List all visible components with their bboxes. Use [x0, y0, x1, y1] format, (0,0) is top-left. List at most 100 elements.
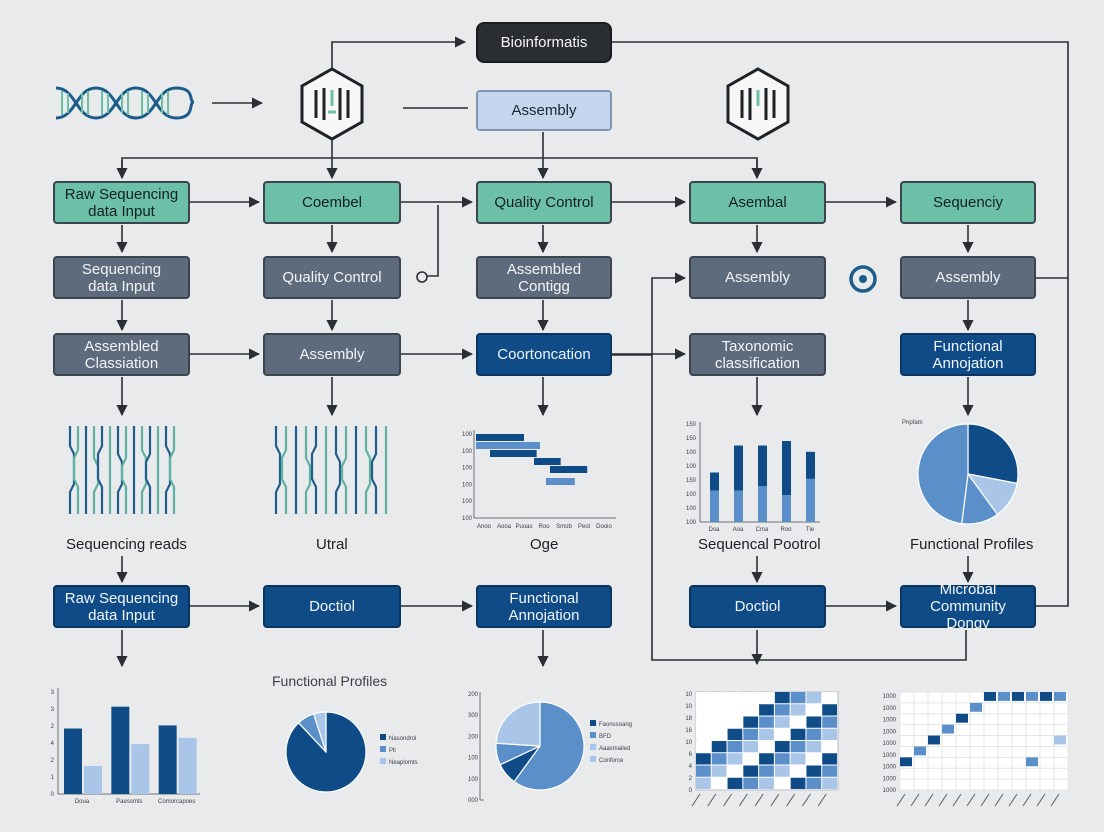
heatmap-cell — [956, 713, 968, 723]
heatmap-cell — [759, 765, 774, 777]
target-icon — [849, 265, 877, 293]
heatmap-cell — [696, 704, 711, 716]
x-tick-label: Doua — [75, 799, 90, 805]
heatmap-cell — [727, 741, 743, 753]
y-tick-label: 100 — [686, 492, 697, 498]
heatmap-cell — [774, 704, 790, 716]
y-tick-label: 100 — [686, 464, 697, 470]
node-functional-annojation[interactable]: Functional Annojation — [476, 585, 612, 628]
heatmap-cell — [711, 741, 727, 753]
y-tick-label: 150 — [686, 436, 697, 442]
heatmap-cell — [696, 753, 711, 765]
heatmap-cell — [822, 777, 837, 789]
node-asembal[interactable]: Asembal — [689, 181, 826, 224]
legend-label: Pll — [389, 748, 396, 754]
heatmap-cell — [727, 716, 743, 728]
pie-slice — [312, 711, 327, 753]
x-tick-label: Anoo — [477, 524, 492, 530]
x-tick-mark — [786, 793, 796, 807]
x-tick-mark — [802, 793, 811, 807]
node-doctiol[interactable]: Doctiol — [263, 585, 401, 628]
node-sequencing-data-input[interactable]: Sequencing data Input — [53, 256, 190, 299]
bar — [806, 451, 815, 479]
bar — [782, 495, 791, 522]
node-raw-sequencing-input[interactable]: Raw Sequencing data Input — [53, 181, 190, 224]
heatmap-cell — [806, 753, 822, 765]
heatmap-cell — [774, 777, 790, 789]
y-tick-label: 1000 — [883, 753, 897, 759]
node-quality-control[interactable]: Quality Control — [476, 181, 612, 224]
bar — [758, 486, 767, 522]
x-tick-mark — [896, 793, 906, 807]
node-assembly[interactable]: Assembly — [900, 256, 1036, 299]
node-raw-sequencing-input[interactable]: Raw Sequencing data Input — [53, 585, 190, 628]
hexagon-sequence-icon — [300, 67, 364, 141]
node-assembled-contigg[interactable]: Assembled Contigg — [476, 256, 612, 299]
bar — [111, 706, 130, 794]
node-assembly[interactable]: Assembly — [263, 333, 401, 376]
node-bioinformatis[interactable]: Bioinformatis — [476, 22, 612, 63]
read-strand — [334, 426, 342, 514]
node-microbal-community[interactable]: Microbal Community Dongy — [900, 581, 1036, 632]
y-tick-label: 16 — [685, 728, 692, 734]
read-strand — [168, 426, 176, 514]
node-sequenciy[interactable]: Sequenciy — [900, 181, 1036, 224]
heatmap-cell — [711, 704, 727, 716]
y-tick-label: 2 — [51, 724, 55, 730]
node-assembly[interactable]: Assembly — [689, 256, 826, 299]
read-strand — [304, 426, 312, 514]
heatmap-cell — [711, 765, 727, 777]
bar — [546, 478, 575, 485]
node-coembel[interactable]: Coembel — [263, 181, 401, 224]
y-tick-label: 000 — [468, 798, 479, 804]
heatmap-cell — [759, 704, 774, 716]
node-assembled-classiation[interactable]: Assembled Classiation — [53, 333, 190, 376]
heatmap-cell — [759, 728, 774, 740]
x-tick-label: Doa — [708, 527, 720, 532]
x-tick-mark — [754, 793, 764, 807]
x-tick-label: Smob — [556, 524, 572, 530]
heatmap-cell — [711, 777, 727, 789]
x-tick-label: Roo — [538, 524, 550, 530]
y-tick-label: 100 — [462, 516, 473, 522]
y-tick-label: 1000 — [883, 741, 897, 747]
heatmap-cell — [822, 704, 837, 716]
y-tick-label: 0 — [689, 788, 693, 794]
node-taxonomic-classification[interactable]: Taxonomic classification — [689, 333, 826, 376]
heatmap-cell — [696, 777, 711, 789]
node-coortoncation[interactable]: Coortoncation — [476, 333, 612, 376]
connector — [612, 41, 1069, 279]
x-tick-mark — [738, 793, 748, 807]
heatmap-cell — [790, 777, 806, 789]
heatmap-cell — [711, 753, 727, 765]
heatmap-cell — [790, 753, 806, 765]
node-assembly-top[interactable]: Assembly — [476, 90, 612, 131]
heatmap-cell — [774, 753, 790, 765]
heatmap-cell — [790, 741, 806, 753]
x-tick-mark — [770, 793, 780, 807]
y-tick-label: 100 — [686, 450, 697, 456]
x-tick-label: Puoas — [515, 524, 532, 530]
node-doctiol[interactable]: Doctiol — [689, 585, 826, 628]
heatmap-cell — [727, 765, 743, 777]
legend-swatch — [380, 734, 386, 740]
read-strand — [120, 426, 128, 514]
connector — [425, 205, 439, 277]
x-tick-mark — [1008, 793, 1018, 807]
y-tick-label: 1000 — [883, 788, 897, 794]
heatmap-cell — [727, 753, 743, 765]
node-quality-control[interactable]: Quality Control — [263, 256, 401, 299]
node-functional-annojation[interactable]: Functional Annojation — [900, 333, 1036, 376]
legend-swatch — [590, 756, 596, 762]
bar — [490, 450, 537, 457]
read-strand — [72, 426, 80, 514]
y-tick-label: 100 — [686, 506, 697, 512]
y-tick-label: 2 — [689, 776, 693, 782]
y-tick-label: 1000 — [883, 729, 897, 735]
x-tick-mark — [707, 793, 717, 807]
heatmap-cell — [774, 728, 790, 740]
x-tick-label: Comorcapoes — [158, 799, 195, 805]
heatmap-cell — [727, 728, 743, 740]
